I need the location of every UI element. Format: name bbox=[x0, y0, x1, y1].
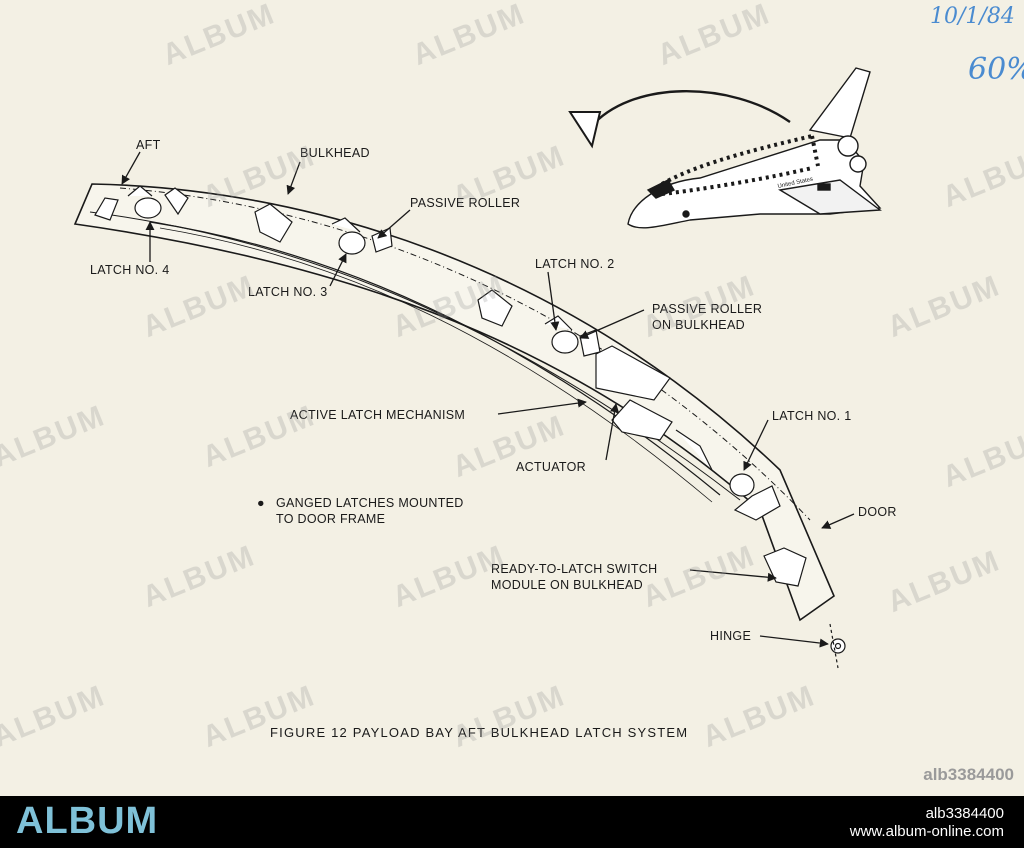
note-line2: TO DOOR FRAME bbox=[276, 512, 386, 526]
latch-no-4-part bbox=[94, 185, 189, 221]
label-latch-no-3: LATCH NO. 3 bbox=[248, 285, 328, 299]
label-latch-no-2: LATCH NO. 2 bbox=[535, 257, 615, 271]
handwritten-percent: 60% bbox=[968, 52, 1024, 87]
footer-image-id: alb3384400 bbox=[925, 805, 1004, 822]
label-passive-roller: PASSIVE ROLLER bbox=[410, 196, 521, 210]
latch-system-diagram: United States bbox=[73, 67, 882, 669]
label-door: DOOR bbox=[858, 505, 897, 519]
label-ready-to-latch-line1: READY-TO-LATCH SWITCH bbox=[491, 562, 658, 576]
bullet-icon: ● bbox=[257, 496, 265, 510]
label-passive-roller-on-bulkhead-line2: ON BULKHEAD bbox=[652, 318, 745, 332]
label-latch-no-1: LATCH NO. 1 bbox=[772, 409, 852, 423]
label-passive-roller-on-bulkhead-line1: PASSIVE ROLLER bbox=[652, 302, 763, 316]
label-ready-to-latch-line2: MODULE ON BULKHEAD bbox=[491, 578, 643, 592]
motion-arrow-head bbox=[568, 111, 602, 149]
latch-no-1-part bbox=[729, 473, 807, 587]
leader-lines bbox=[121, 151, 855, 648]
diagram-page: United States AFT BULKHEAD PASSIVE ROLLE… bbox=[0, 0, 1024, 784]
label-active-latch-mechanism: ACTIVE LATCH MECHANISM bbox=[290, 408, 466, 422]
note-line1: GANGED LATCHES MOUNTED bbox=[276, 496, 464, 510]
hinge-part bbox=[829, 623, 846, 669]
space-shuttle-illustration: United States bbox=[627, 67, 882, 229]
footer-bar: ALBUM alb3384400 www.album-online.com bbox=[0, 796, 1024, 848]
footer-url-link[interactable]: www.album-online.com bbox=[849, 823, 1004, 840]
handwritten-date: 10/1/84 bbox=[930, 4, 1015, 29]
label-hinge: HINGE bbox=[710, 629, 752, 643]
label-bulkhead: BULKHEAD bbox=[300, 146, 370, 160]
actuator-part bbox=[595, 345, 713, 471]
label-actuator: ACTUATOR bbox=[516, 460, 586, 474]
bulkhead-frame bbox=[73, 183, 835, 622]
watermark-image-id: alb3384400 bbox=[923, 765, 1014, 784]
label-latch-no-4: LATCH NO. 4 bbox=[90, 263, 170, 277]
figure-caption: FIGURE 12 PAYLOAD BAY AFT BULKHEAD LATCH… bbox=[270, 725, 689, 740]
latch-no-3-part bbox=[254, 203, 393, 255]
motion-arrow bbox=[589, 90, 791, 129]
label-aft: AFT bbox=[136, 138, 161, 152]
album-logo[interactable]: ALBUM bbox=[16, 800, 159, 842]
